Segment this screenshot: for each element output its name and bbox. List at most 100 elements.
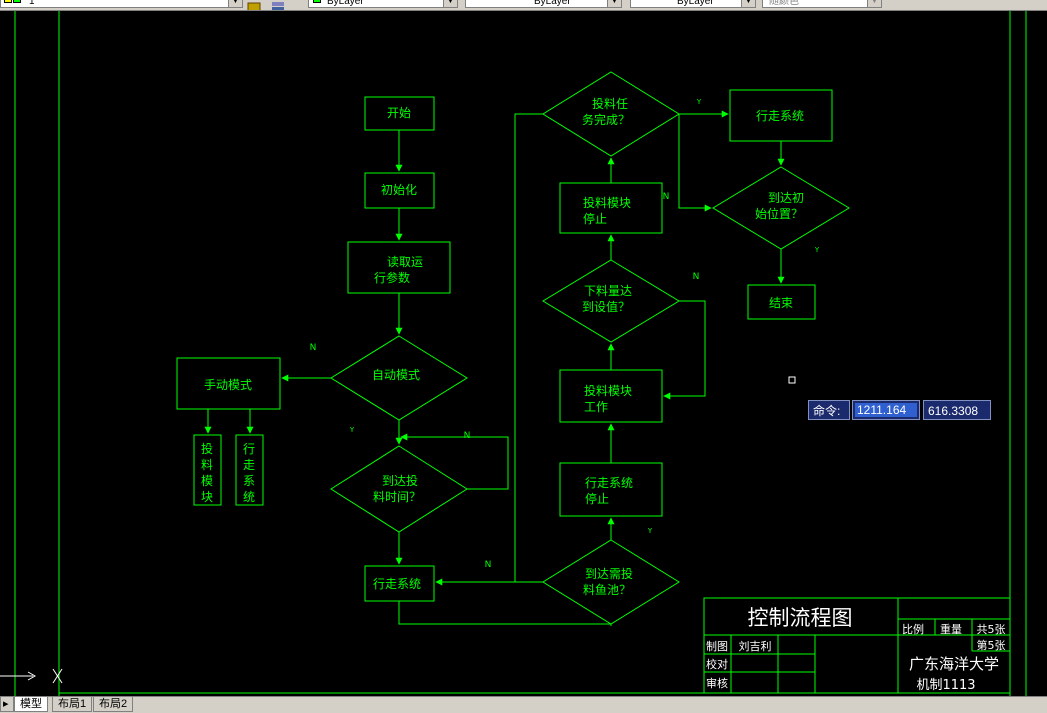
reviewed-label: 审核	[706, 676, 728, 690]
flowchart-drawing: 开始 初始化 读取运 行参数 自动模式 手动模式 投 料 模 块 行 走 系 统…	[0, 11, 1027, 696]
weight-label: 重量	[940, 622, 962, 636]
feed-module-char-1: 投	[201, 441, 213, 456]
sheet-number: 第5张	[977, 638, 1006, 652]
arrive-pond-label-1: 到达需投	[585, 566, 633, 581]
end-box	[747, 284, 816, 320]
arrive-time-label-2: 料时间？	[373, 490, 421, 504]
y-coordinate-field[interactable]: 616.3308	[923, 400, 991, 420]
arrive-init-label-2: 始位置？	[755, 206, 803, 221]
chevron-down-icon[interactable]: ▼	[443, 0, 457, 7]
school-name: 广东海洋大学	[909, 655, 999, 673]
line-pond-to-done	[514, 113, 543, 582]
feed-reached-diamond	[542, 259, 680, 343]
travel-v-char-3: 系	[243, 474, 255, 488]
tab-layout-2[interactable]: 布局2	[93, 697, 134, 712]
arrow-done-init-n	[678, 114, 712, 212]
x-coordinate-field[interactable]: 1211.164	[852, 400, 920, 420]
arrive-pond-diamond	[542, 539, 680, 625]
checked-label: 校对	[706, 657, 728, 671]
linetype-dropdown[interactable]: ByLayer ▼	[465, 0, 622, 8]
layer-value: 1	[29, 0, 35, 7]
feed-module-char-3: 模	[201, 474, 213, 488]
travel-stop-label-1: 行走系统	[585, 476, 633, 490]
label-n-done: N	[663, 192, 670, 202]
feed-work-label-2: 工作	[584, 400, 608, 414]
layer-color-icon	[13, 0, 21, 3]
travel-v-char-4: 统	[243, 490, 255, 504]
label-y-done: Y	[696, 98, 702, 106]
drawn-label: 制图	[706, 640, 728, 653]
arrive-pond-label-2: 料鱼池？	[583, 583, 631, 597]
travel-stop-label-2: 停止	[585, 491, 609, 506]
layout-tab-bar: ▸ 模型 布局1 布局2	[0, 696, 1047, 713]
scale-label: 比例	[902, 622, 924, 636]
end-label: 结束	[769, 296, 793, 310]
command-prompt: 命令:	[808, 400, 850, 420]
manual-mode-label: 手动模式	[204, 378, 252, 392]
color-swatch-icon	[313, 0, 321, 3]
tab-model[interactable]: 模型	[14, 697, 48, 712]
travel-v-char-1: 行	[243, 442, 255, 456]
layer-properties-icon[interactable]	[270, 0, 286, 10]
line-travel-to-pond	[398, 601, 612, 626]
label-n-time: N	[464, 431, 471, 441]
task-done-diamond	[542, 71, 680, 157]
label-n-pond: N	[485, 560, 492, 570]
drawn-by: 刘吉利	[739, 640, 772, 653]
chevron-down-icon[interactable]: ▼	[867, 0, 881, 7]
chevron-down-icon[interactable]: ▼	[607, 0, 621, 7]
label-n-auto: N	[310, 343, 317, 353]
manual-mode-box	[176, 357, 281, 410]
tab-layout-1[interactable]: 布局1	[52, 697, 93, 712]
feed-stop-label-1: 投料模块	[583, 195, 631, 210]
color-value: ByLayer	[327, 0, 364, 7]
color-dropdown[interactable]: ByLayer ▼	[308, 0, 458, 8]
loop-reached-n	[663, 300, 706, 400]
loop-time-n	[400, 433, 509, 490]
init-label: 初始化	[381, 183, 417, 197]
feed-module-vbox	[193, 434, 222, 506]
auto-mode-label: 自动模式	[372, 368, 420, 382]
label-y-pond: Y	[647, 527, 653, 535]
feed-reached-label-2: 到设值？	[582, 299, 630, 314]
arrive-time-label-1: 到达投	[382, 473, 418, 488]
layer-state-icon[interactable]	[247, 0, 263, 10]
ucs-arrow-icon	[27, 671, 37, 681]
lineweight-dropdown[interactable]: ByLayer ▼	[630, 0, 756, 8]
chevron-down-icon[interactable]: ▼	[228, 0, 242, 7]
start-label: 开始	[387, 106, 411, 120]
travel-system-vbox	[235, 434, 264, 506]
total-sheets: 共5张	[977, 623, 1006, 636]
arrive-init-label-1: 到达初	[768, 191, 804, 205]
class-name: 机制1113	[916, 678, 975, 693]
drawing-canvas[interactable]: 开始 初始化 读取运 行参数 自动模式 手动模式 投 料 模 块 行 走 系 统…	[0, 11, 1047, 696]
layer-dropdown[interactable]: 1 ▼	[0, 0, 243, 8]
label-y-init: Y	[814, 246, 820, 254]
task-done-label-2: 务完成？	[582, 112, 630, 127]
cursor-pickbox	[788, 376, 796, 384]
label-y-auto: Y	[349, 426, 355, 434]
feed-module-char-4: 块	[201, 490, 213, 504]
travel-v-char-2: 走	[243, 458, 255, 472]
read-params-label-2: 行参数	[374, 270, 410, 285]
travel-right-label: 行走系统	[756, 109, 804, 123]
feed-reached-label-1: 下料量达	[584, 284, 632, 298]
label-n-reached: N	[693, 272, 700, 282]
drawing-title: 控制流程图	[748, 606, 853, 630]
plotstyle-value: 随颜色	[769, 0, 799, 7]
linetype-value: ByLayer	[534, 0, 571, 7]
properties-toolbar: 1 ▼ ByLayer ▼ ByLayer ▼ ByLayer ▼ 随颜色 ▼	[0, 0, 1047, 11]
feed-module-char-2: 料	[201, 458, 213, 472]
lineweight-value: ByLayer	[677, 0, 714, 7]
travel-bottom-label: 行走系统	[373, 577, 421, 591]
chevron-down-icon[interactable]: ▼	[741, 0, 755, 7]
ucs-x-icon	[52, 668, 63, 684]
x-coordinate-value: 1211.164	[855, 403, 917, 417]
task-done-label-1: 投料任	[592, 96, 628, 111]
feed-stop-label-2: 停止	[583, 211, 607, 226]
title-block	[703, 597, 1011, 694]
layer-on-icon	[4, 0, 12, 3]
plotstyle-dropdown[interactable]: 随颜色 ▼	[762, 0, 882, 8]
read-params-label-1: 读取运	[387, 255, 423, 269]
tab-scroll-left-button[interactable]: ▸	[0, 697, 14, 712]
